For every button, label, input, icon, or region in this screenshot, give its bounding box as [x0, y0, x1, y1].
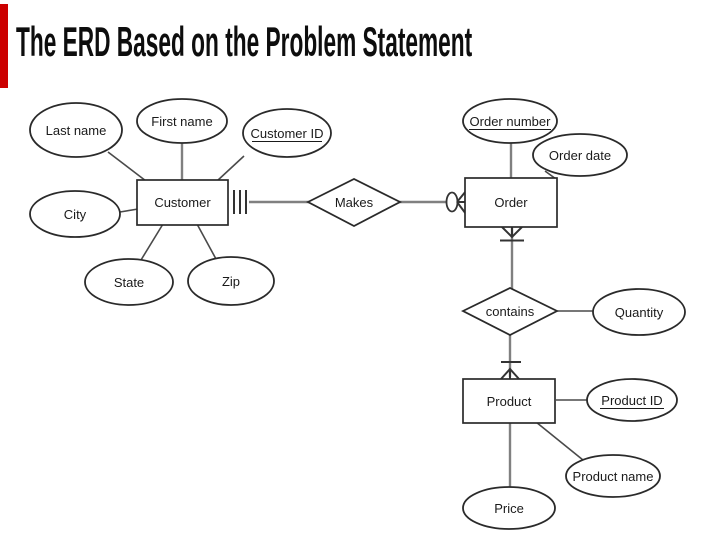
- attribute-label-product-id: Product ID: [601, 393, 662, 408]
- attribute-ellipse-product-name: [565, 454, 661, 498]
- entity-rect-order: [464, 177, 558, 228]
- relationship-diamond-makes: [306, 177, 402, 228]
- attribute-ellipse-order-number: [462, 98, 558, 144]
- attribute-label-quantity: Quantity: [615, 305, 664, 320]
- attribute-label-state: State: [114, 275, 144, 290]
- connector-city-customer: [119, 208, 139, 213]
- relationship-label-contains: contains: [486, 304, 535, 319]
- attribute-ellipse-order-date: [532, 133, 628, 177]
- attribute-label-price: Price: [494, 501, 524, 516]
- connector-customerid-customer: [216, 155, 245, 182]
- connector-zip-customer: [196, 223, 217, 260]
- attribute-label-customer-id: Customer ID: [251, 126, 324, 141]
- connector-product-productname: [535, 421, 584, 461]
- relationship-label-makes: Makes: [335, 195, 374, 210]
- attribute-ellipse-first-name: [136, 98, 228, 144]
- cardinality-ticks-customer-side: [233, 190, 247, 214]
- attribute-label-last-name: Last name: [46, 123, 107, 138]
- attribute-ellipse-price: [462, 486, 556, 530]
- connector-state-customer: [140, 223, 164, 261]
- crowfoot-product-top: [500, 361, 521, 380]
- attribute-label-first-name: First name: [151, 114, 212, 129]
- entity-rect-product: [462, 378, 556, 424]
- attribute-ellipse-quantity: [592, 288, 686, 336]
- attribute-ellipse-customer-id: [242, 108, 332, 158]
- crowfoot-order-bottom: [500, 226, 524, 242]
- cardinality-circle-order-side: [445, 191, 459, 213]
- entity-label-order: Order: [494, 195, 528, 210]
- entity-label-product: Product: [487, 394, 532, 409]
- attribute-label-order-date: Order date: [549, 148, 611, 163]
- attribute-ellipse-last-name: [29, 102, 123, 158]
- entity-rect-customer: [136, 179, 229, 226]
- attribute-ellipse-product-id: [586, 378, 678, 422]
- attribute-label-product-name: Product name: [573, 469, 654, 484]
- connector-lastname-customer: [107, 151, 147, 182]
- entity-label-customer: Customer: [154, 195, 211, 210]
- slide-title: The ERD Based on the Problem Statement: [16, 18, 473, 65]
- attribute-ellipse-state: [84, 258, 174, 306]
- relationship-diamond-contains: [460, 286, 560, 337]
- attribute-ellipse-city: [29, 190, 121, 238]
- attribute-label-order-number: Order number: [470, 114, 552, 129]
- attribute-label-zip: Zip: [222, 274, 240, 289]
- attribute-ellipse-zip: [187, 256, 275, 306]
- attribute-label-city: City: [64, 207, 87, 222]
- accent-bar: [0, 4, 8, 88]
